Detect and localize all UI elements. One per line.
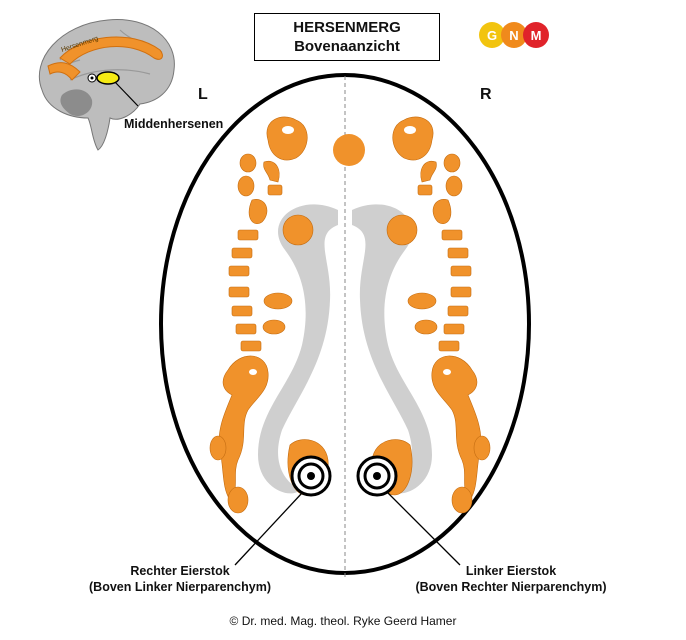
- right-ventricle: [352, 204, 432, 494]
- title-box: HERSENMERG Bovenaanzicht: [254, 13, 440, 61]
- logo-letter-m: M: [531, 28, 542, 43]
- right-target-icon: [356, 455, 398, 497]
- right-annotation: Linker Eierstok (Boven Rechter Nierparen…: [398, 563, 624, 595]
- inset-brain: Hersenmerg: [38, 19, 175, 151]
- inset-pointer-label: Middenhersenen: [124, 117, 224, 131]
- right-side-label: R: [480, 86, 492, 103]
- logo-letter-n: N: [509, 28, 518, 43]
- right-annotation-line2: (Boven Rechter Nierparenchym): [415, 580, 607, 594]
- logo-letter-g: G: [487, 28, 497, 43]
- relay-dots: [249, 126, 451, 375]
- left-target-icon: [290, 455, 332, 497]
- left-pointer-line: [234, 492, 303, 566]
- gnm-logo: G N M: [479, 22, 549, 48]
- page-title: HERSENMERG: [293, 19, 401, 36]
- central-relay: [333, 134, 365, 166]
- page-subtitle: Bovenaanzicht: [294, 38, 400, 55]
- copyright: © Dr. med. Mag. theol. Ryke Geerd Hamer: [229, 614, 457, 628]
- left-relays: [209, 116, 329, 514]
- left-annotation-line1: Rechter Eierstok: [130, 564, 230, 578]
- left-annotation-line2: (Boven Linker Nierparenchym): [89, 580, 271, 594]
- left-side-label: L: [198, 86, 208, 103]
- left-ventricle: [258, 204, 338, 494]
- left-annotation: Rechter Eierstok (Boven Linker Nierparen…: [72, 563, 288, 595]
- right-pointer-line: [387, 492, 461, 566]
- right-annotation-line1: Linker Eierstok: [465, 564, 557, 578]
